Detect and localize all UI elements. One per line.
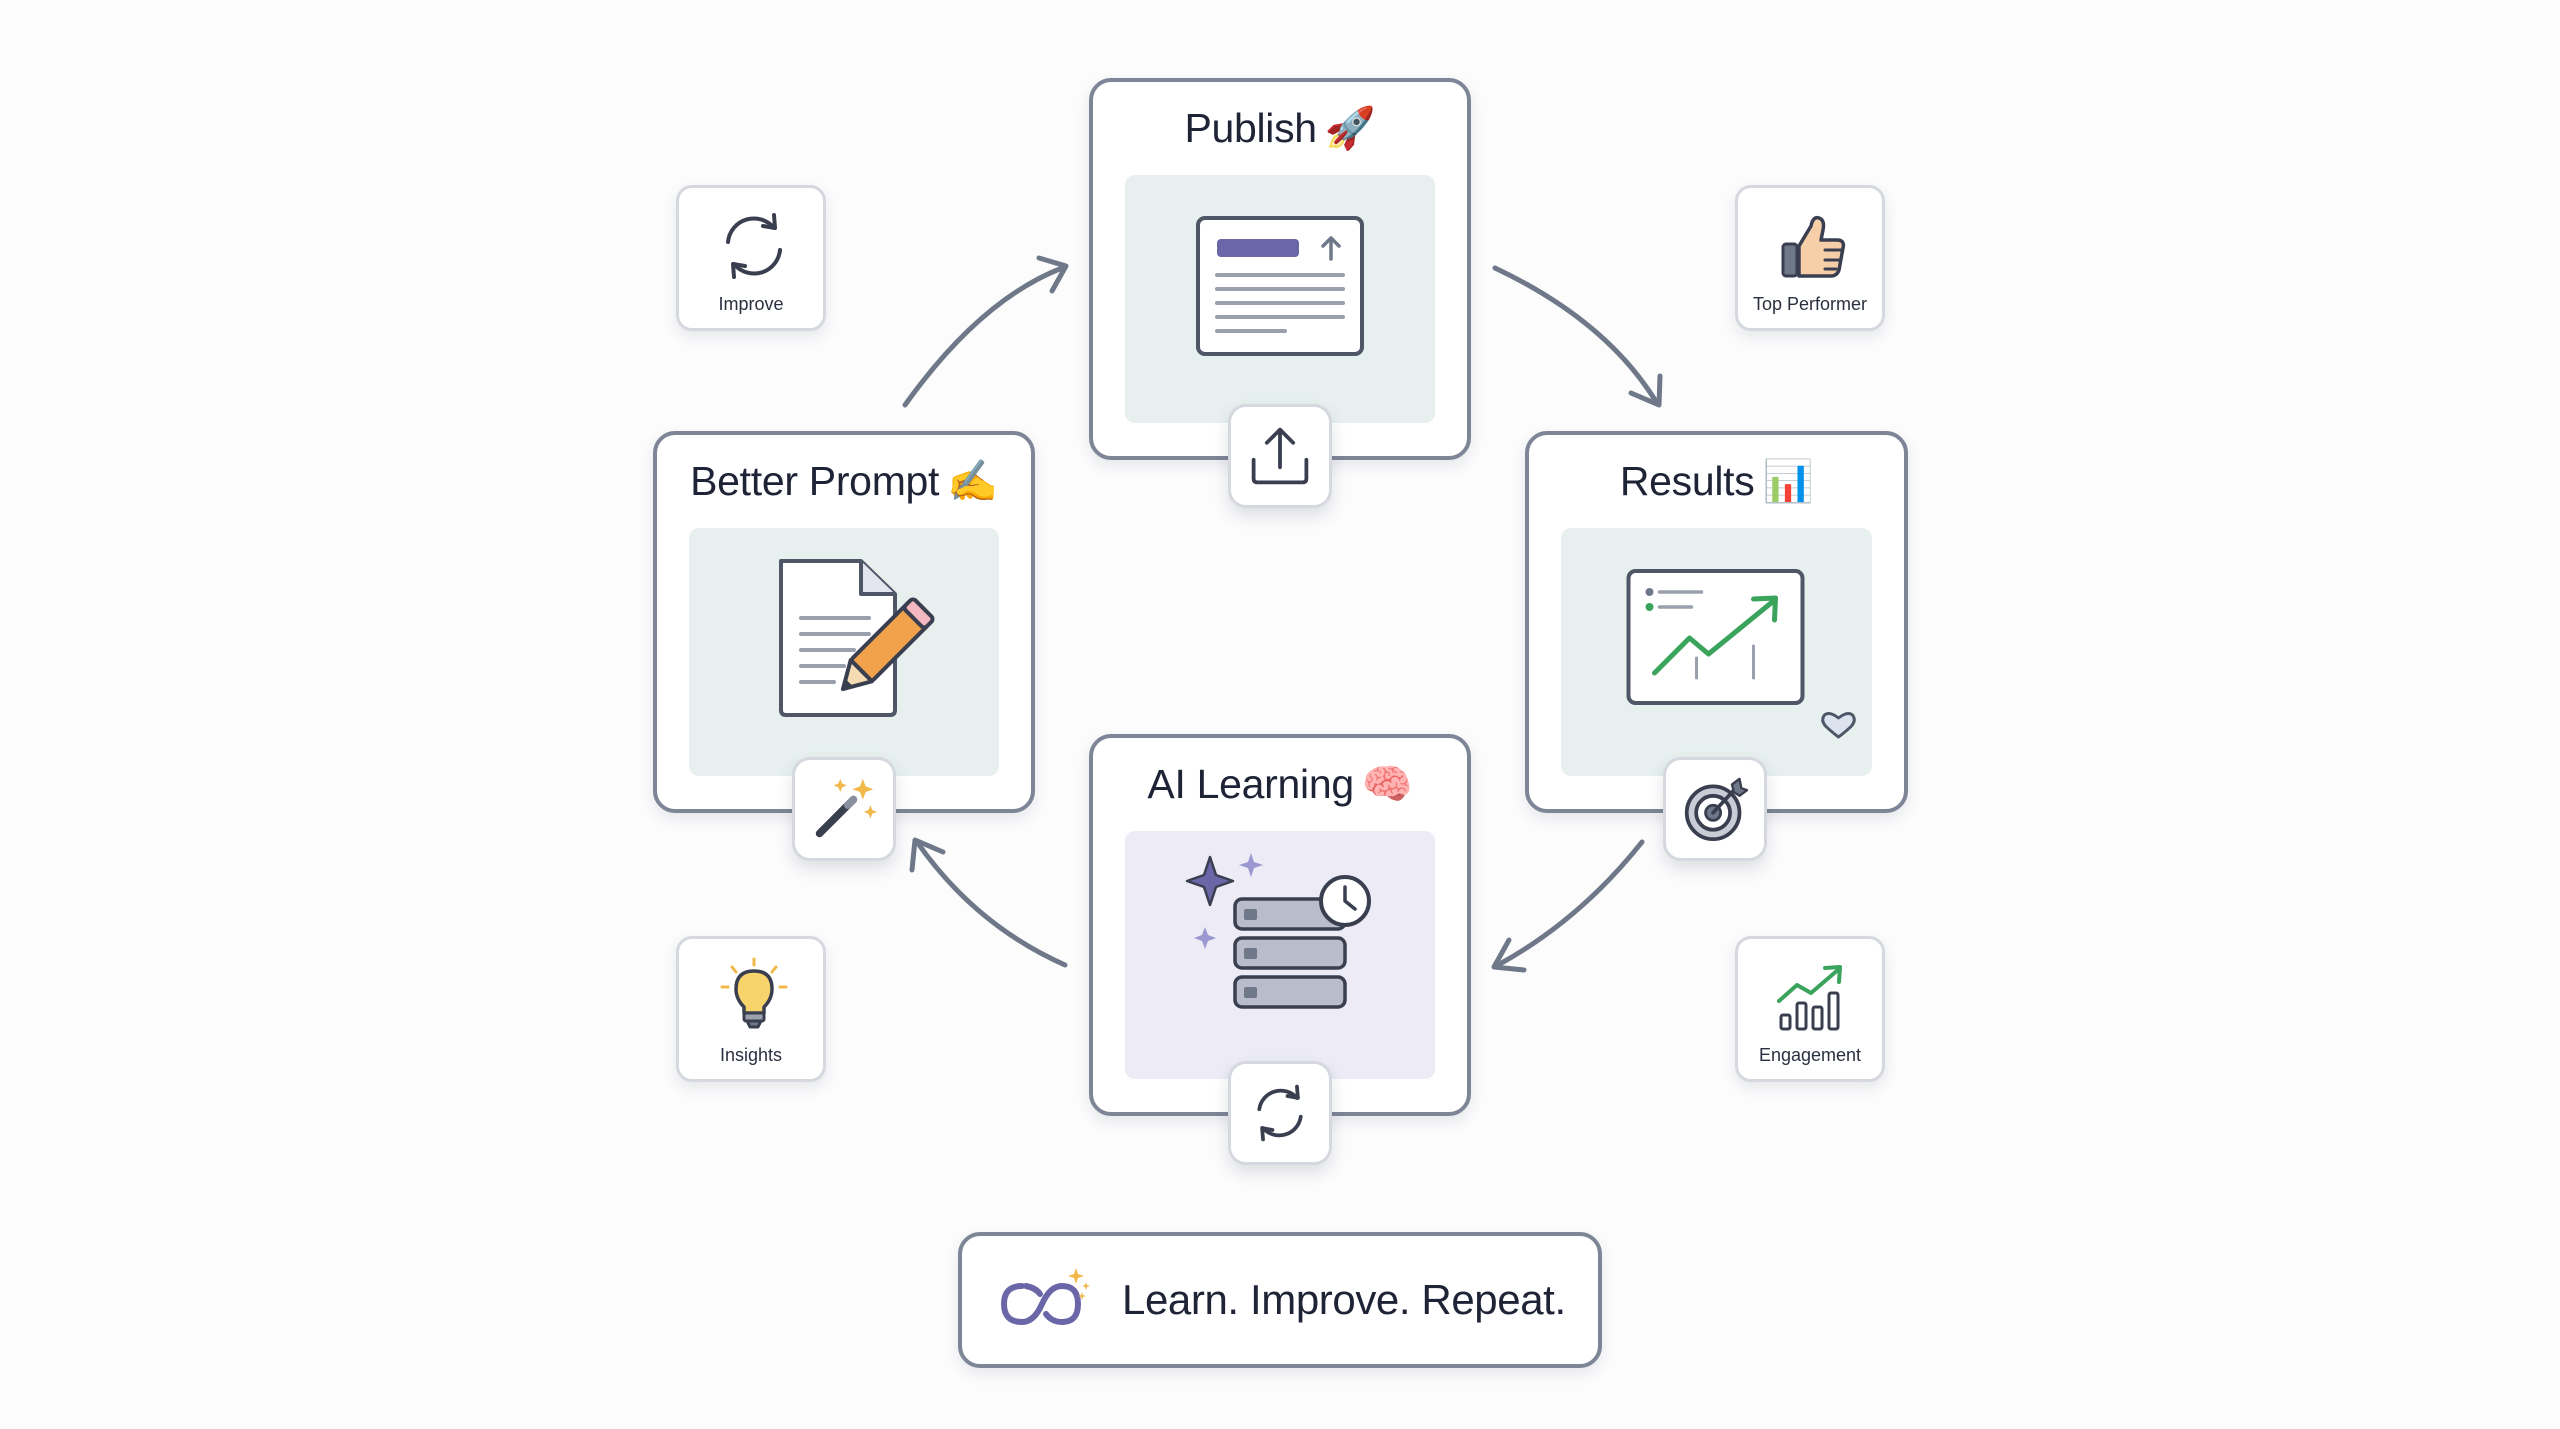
brain-emoji: 🧠 — [1361, 760, 1413, 808]
tile-label: Top Performer — [1752, 294, 1868, 314]
database-sparkle-icon — [1185, 853, 1371, 1009]
step-title-results: Results📊 — [1619, 457, 1814, 505]
step-title-publish: Publish🚀 — [1184, 104, 1376, 152]
arrow-publish-to-results — [1492, 265, 1658, 403]
tile-insights[interactable]: Insights — [676, 936, 826, 1082]
bar-chart-emoji: 📊 — [1762, 457, 1814, 505]
document-pencil-icon — [779, 559, 935, 717]
step-card-better-prompt: Better Prompt✍️ — [653, 431, 1035, 813]
refresh-icon — [1257, 1084, 1303, 1142]
target-icon — [1684, 777, 1749, 842]
magic-wand-badge[interactable] — [792, 757, 896, 861]
step-title-better-prompt: Better Prompt✍️ — [690, 457, 998, 505]
tile-label: Improve — [718, 294, 784, 314]
refresh-badge[interactable] — [1228, 1061, 1332, 1165]
results-illustration-panel — [1561, 528, 1872, 776]
ai-learning-illustration-panel — [1125, 831, 1435, 1079]
line-chart-icon — [1626, 569, 1805, 705]
upload-badge[interactable] — [1228, 404, 1332, 508]
refresh-icon — [726, 213, 782, 279]
arrow-improve-to-publish-head — [1036, 255, 1069, 294]
step-card-ai-learning: AI Learning🧠 — [1089, 734, 1471, 1116]
tile-improve[interactable]: Improve — [676, 185, 826, 331]
lightbulb-icon — [720, 957, 788, 1029]
target-badge[interactable] — [1663, 757, 1767, 861]
step-card-results: Results📊 — [1525, 431, 1908, 813]
tagline-text: Learn. Improve. Repeat. — [1122, 1276, 1566, 1323]
tagline-banner: Learn. Improve. Repeat. — [958, 1232, 1602, 1368]
upload-icon — [1251, 427, 1309, 485]
tile-label: Engagement — [1758, 1045, 1862, 1065]
step-card-publish: Publish🚀 — [1089, 78, 1471, 460]
arrow-ai-to-prompt — [914, 839, 1068, 968]
magic-wand-icon — [815, 778, 877, 838]
tile-engagement[interactable]: Engagement — [1735, 936, 1885, 1082]
infinity-sparkle-icon — [1000, 1268, 1090, 1326]
arrow-publish-to-results-head — [1628, 373, 1663, 408]
heart-icon — [1821, 712, 1856, 739]
document-upload-icon — [1196, 216, 1364, 356]
arrow-ai-to-prompt-head — [909, 837, 946, 873]
arrow-results-to-ai-head — [1491, 937, 1527, 973]
rocket-emoji: 🚀 — [1324, 104, 1376, 152]
growth-chart-icon — [1777, 965, 1842, 1031]
writing-hand-emoji: ✍️ — [947, 457, 998, 505]
arrow-improve-to-publish — [902, 265, 1065, 408]
better-prompt-illustration-panel — [689, 528, 999, 776]
step-title-ai-learning: AI Learning🧠 — [1147, 760, 1413, 808]
tile-label: Insights — [719, 1045, 783, 1065]
thumbs-up-icon — [1781, 215, 1846, 278]
publish-illustration-panel — [1125, 175, 1435, 423]
arrow-results-to-ai — [1495, 839, 1645, 968]
tile-top-performer[interactable]: Top Performer — [1735, 185, 1885, 331]
